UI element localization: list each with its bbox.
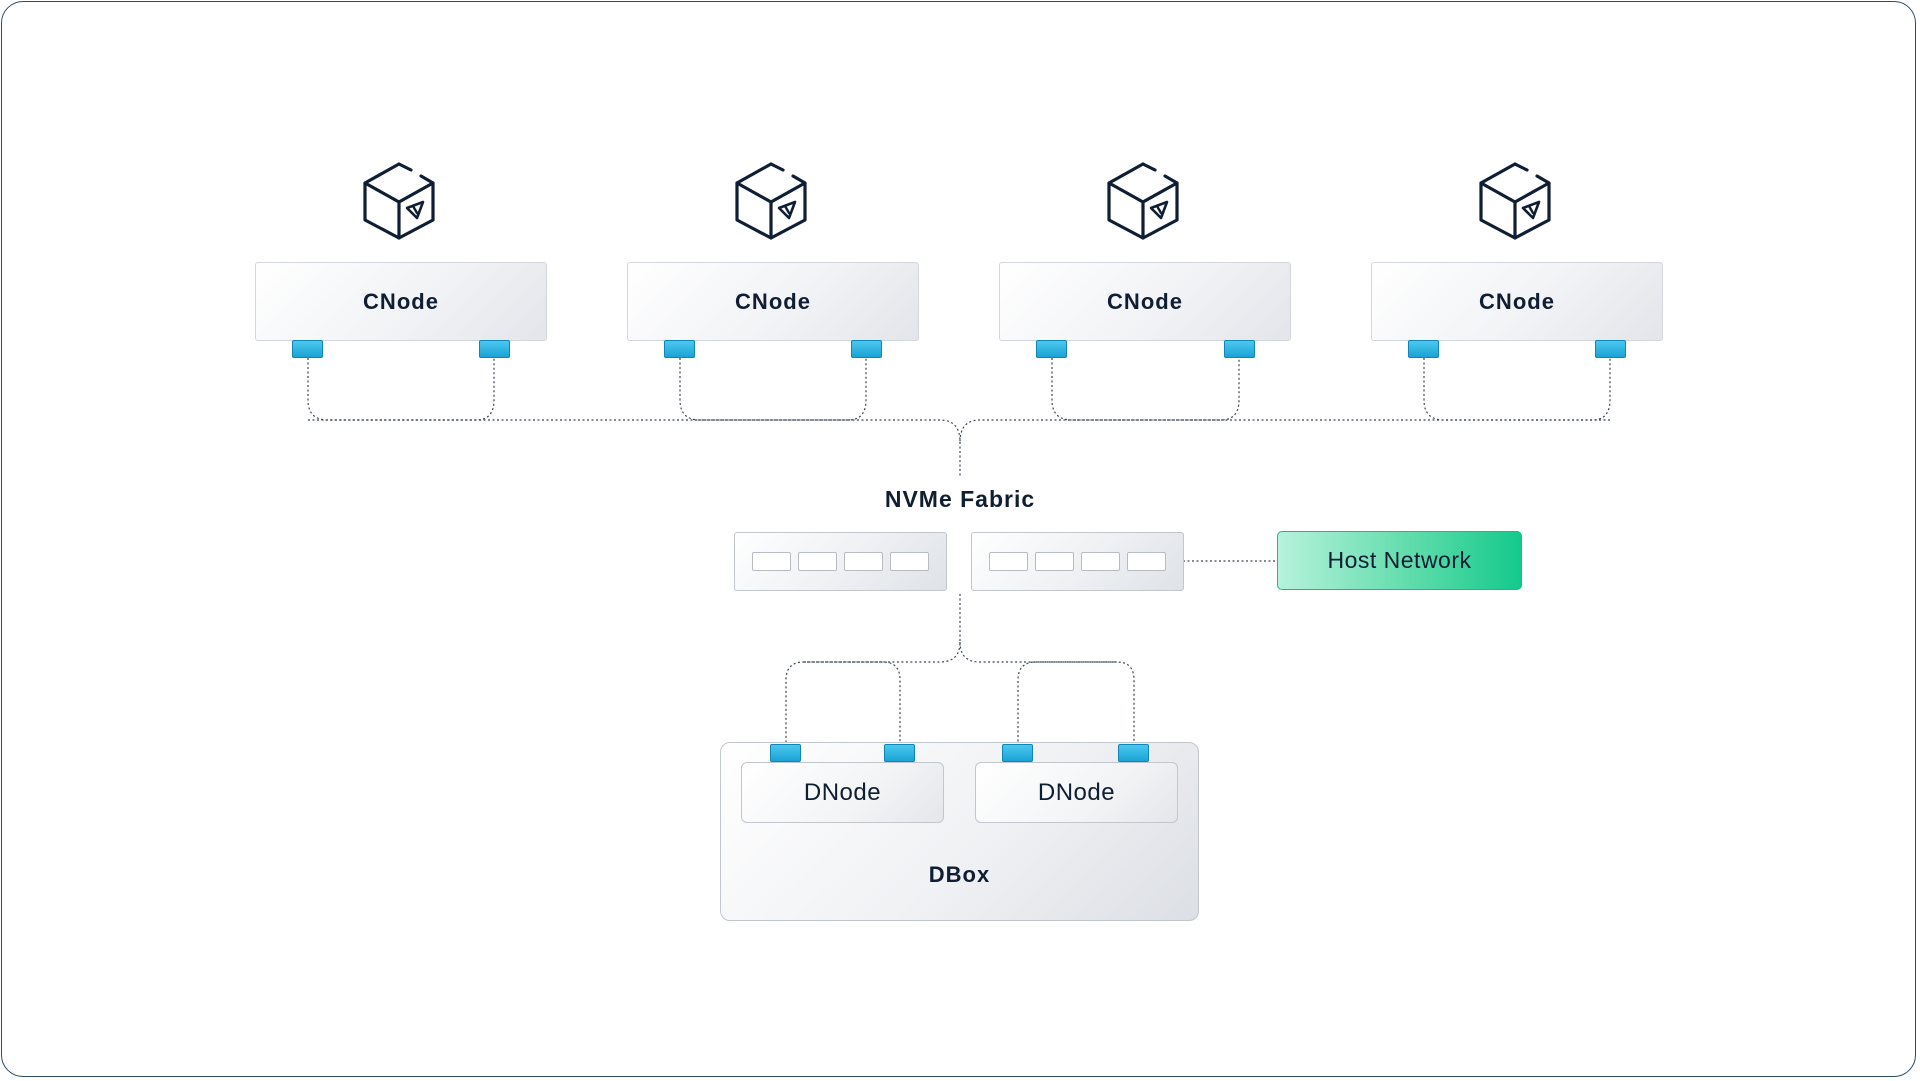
cnode-1-link	[307, 358, 495, 421]
fabric-label: NVMe Fabric	[884, 486, 1036, 512]
cnode-box[interactable]: CNode	[1371, 262, 1663, 341]
dnode-box[interactable]: DNode	[741, 762, 944, 823]
cnode-port	[1224, 340, 1255, 358]
fabric-down-link	[785, 594, 961, 746]
switch-slot	[989, 552, 1028, 571]
dnode-port	[1118, 744, 1149, 762]
cube-icon	[1107, 162, 1179, 240]
cnode-box[interactable]: CNode	[999, 262, 1291, 341]
cnode-port	[664, 340, 695, 358]
fabric-switch[interactable]	[734, 532, 947, 591]
cnode-port	[1408, 340, 1439, 358]
cube-icon	[363, 162, 435, 240]
fabric-switch[interactable]	[971, 532, 1184, 591]
cnode-label: CNode	[1479, 288, 1555, 314]
cnode-trunk-left	[308, 419, 961, 478]
switch-slot	[890, 552, 929, 571]
cnode-box[interactable]: CNode	[255, 262, 547, 341]
cnode-port	[479, 340, 510, 358]
cube-icon	[1479, 162, 1551, 240]
fabric-down-right	[959, 641, 1135, 746]
dnode-port	[1002, 744, 1033, 762]
cnode-port	[292, 340, 323, 358]
host-network-box[interactable]: Host Network	[1277, 531, 1522, 590]
cnode-port	[1036, 340, 1067, 358]
dnode-box[interactable]: DNode	[975, 762, 1178, 823]
dnode-port	[884, 744, 915, 762]
switch-slot	[844, 552, 883, 571]
cnode-2-link	[679, 358, 867, 421]
switch-slot	[1035, 552, 1074, 571]
cnode-port	[851, 340, 882, 358]
host-network-label: Host Network	[1327, 547, 1472, 573]
switch-slot	[798, 552, 837, 571]
cnode-4-link	[1423, 358, 1611, 421]
cnode-box[interactable]: CNode	[627, 262, 919, 341]
switch-slot	[1081, 552, 1120, 571]
switch-slot	[752, 552, 791, 571]
dnode-label: DNode	[1037, 778, 1116, 806]
switch-slot	[1127, 552, 1166, 571]
dnode-label: DNode	[803, 778, 882, 806]
cnode-port	[1595, 340, 1626, 358]
dnode-2-link	[1017, 661, 1117, 746]
cnode-3-link	[1051, 358, 1240, 421]
cube-icon	[735, 162, 807, 240]
cnode-label: CNode	[363, 288, 439, 314]
cnode-label: CNode	[735, 288, 811, 314]
cnode-label: CNode	[1107, 288, 1183, 314]
cnode-trunk-right	[959, 419, 1610, 443]
dbox-label: DBox	[928, 862, 991, 887]
dnode-port	[770, 744, 801, 762]
dnode-1-link	[804, 661, 901, 746]
